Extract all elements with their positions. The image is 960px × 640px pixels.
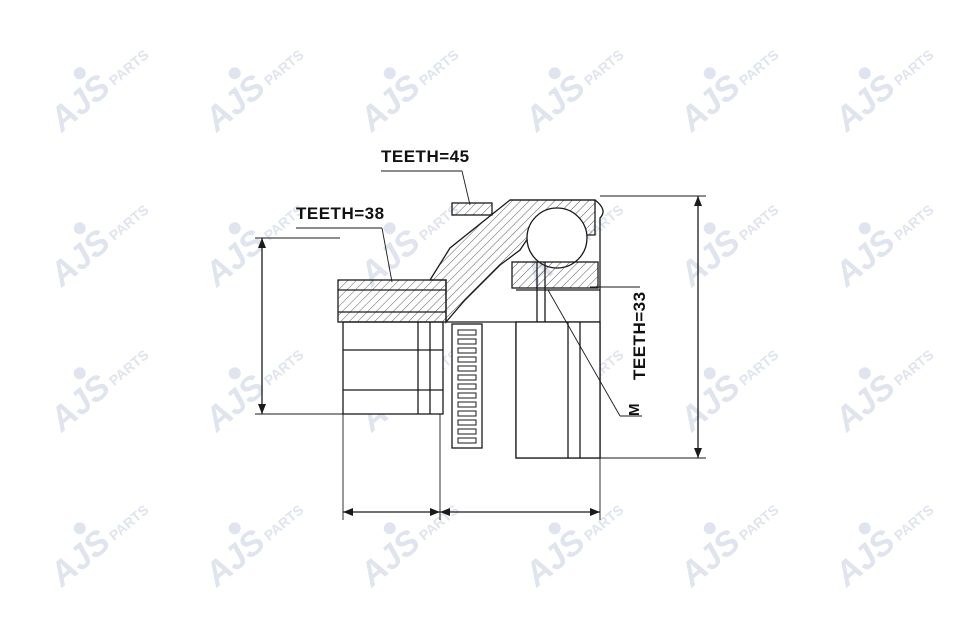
- abs-tooth: [457, 356, 477, 363]
- abs-tooth: [457, 329, 477, 336]
- abs-tooth: [457, 338, 477, 345]
- abs-tooth: [457, 365, 477, 372]
- abs-tooth: [457, 383, 477, 390]
- abs-tooth: [457, 437, 477, 444]
- shaft-stub: [342, 321, 444, 415]
- abs-ring-top-step: [451, 202, 493, 216]
- abs-tooth: [457, 410, 477, 417]
- cage: [511, 261, 599, 289]
- abs-tooth: [457, 392, 477, 399]
- abs-tooth: [457, 419, 477, 426]
- abs-ring-teeth: [457, 329, 477, 444]
- ball: [526, 207, 588, 269]
- abs-tooth: [457, 428, 477, 435]
- abs-tooth: [457, 401, 477, 408]
- abs-ring: [451, 323, 483, 449]
- label-teeth-45: TEETH=45: [381, 147, 470, 166]
- label-teeth-38: TEETH=38: [296, 204, 385, 223]
- bell-body-lower: [515, 321, 601, 459]
- label-thread-m: M: [626, 403, 643, 416]
- abs-tooth: [457, 347, 477, 354]
- spline-section: [337, 279, 447, 323]
- label-teeth-33: TEETH=33: [630, 291, 649, 380]
- abs-tooth: [457, 374, 477, 381]
